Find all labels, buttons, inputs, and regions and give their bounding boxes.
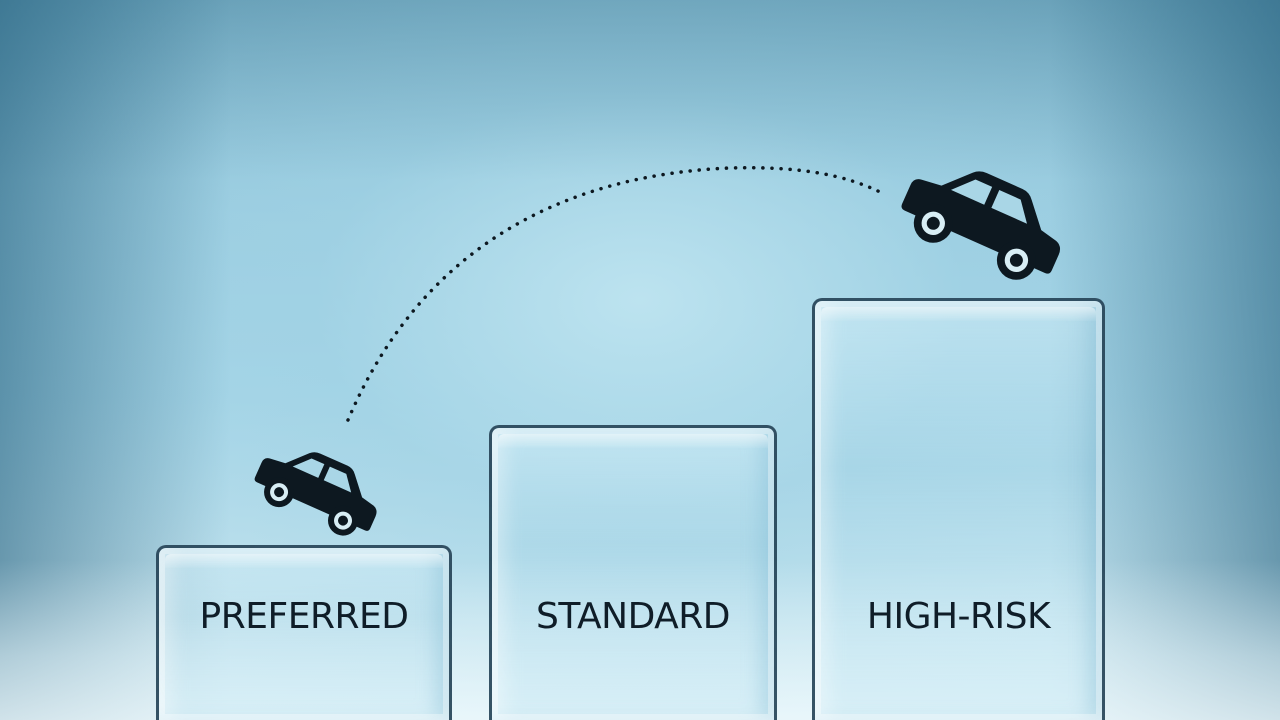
large-car-icon <box>901 171 1061 280</box>
dotted-arc-path <box>346 165 882 422</box>
block-highlight <box>498 434 768 448</box>
tier-block-preferred: PREFERRED <box>156 545 452 720</box>
small-car-icon <box>254 452 377 536</box>
block-highlight <box>821 307 1096 321</box>
tier-block-standard: STANDARD <box>489 425 777 720</box>
block-highlight <box>165 554 443 568</box>
tier-label-preferred: PREFERRED <box>199 596 409 637</box>
tier-label-high-risk: HIGH-RISK <box>866 596 1051 637</box>
tier-label-standard: STANDARD <box>535 596 731 637</box>
tier-block-high-risk: HIGH-RISK <box>812 298 1105 720</box>
